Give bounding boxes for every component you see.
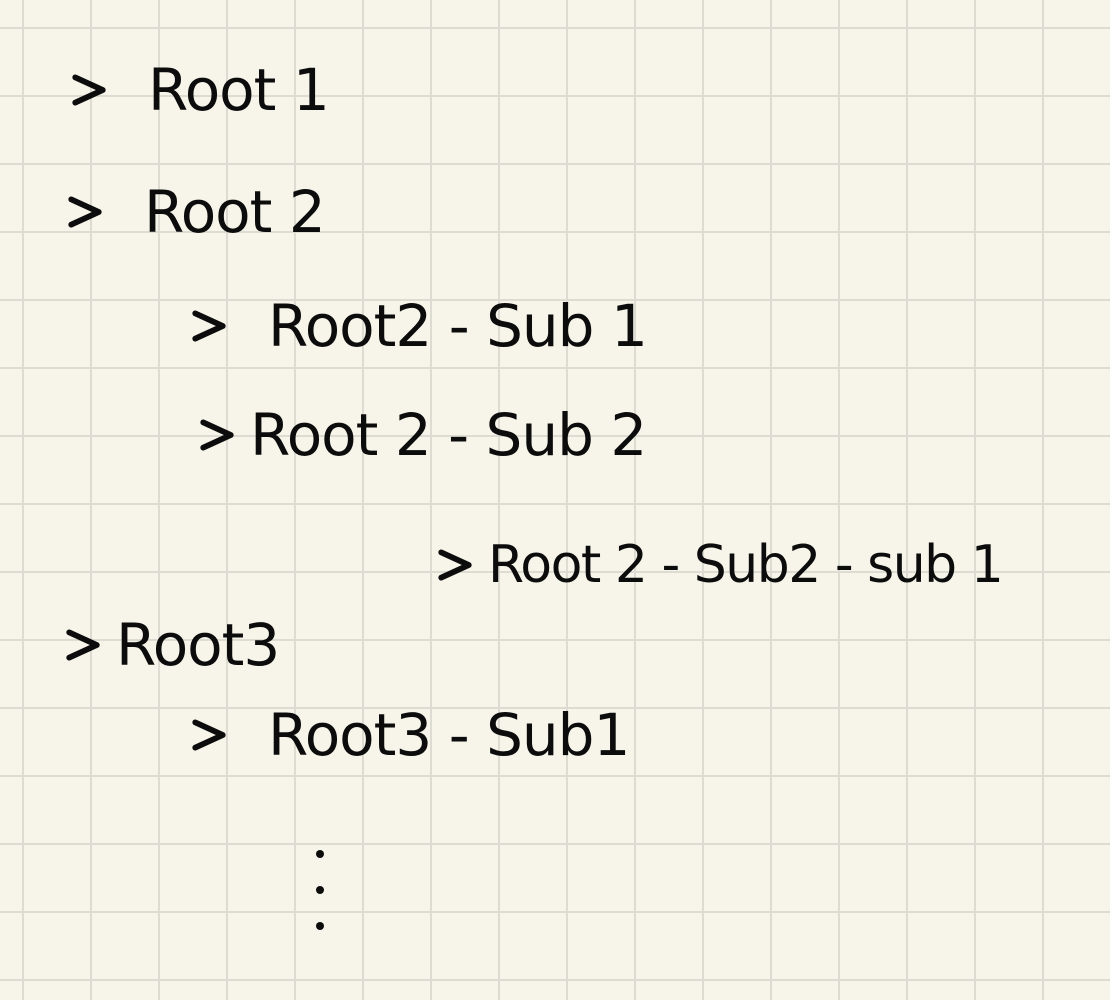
tree-item-label: Root 2 - Sub 2 — [250, 401, 647, 469]
tree-item-root-3-sub-1[interactable]: Root3 - Sub1 — [186, 695, 630, 775]
tree-item-label: Root3 - Sub1 — [268, 701, 630, 769]
tree-item-label: Root 1 — [148, 56, 330, 124]
chevron-right-icon[interactable] — [194, 412, 240, 458]
tree-item-root-2-sub-2[interactable]: Root 2 - Sub 2 — [194, 395, 647, 475]
tree-item-root-2-sub-2-sub-1[interactable]: Root 2 - Sub2 - sub 1 — [432, 525, 1004, 605]
tree-item-root-2[interactable]: Root 2 — [62, 172, 326, 252]
chevron-right-icon[interactable] — [60, 622, 106, 668]
vertical-ellipsis-icon — [310, 840, 334, 950]
chevron-right-icon[interactable] — [186, 712, 232, 758]
tree-item-label: Root2 - Sub 1 — [268, 292, 648, 360]
tree-item-label: Root 2 - Sub2 - sub 1 — [488, 535, 1004, 595]
tree-item-label: Root 2 — [144, 178, 326, 246]
tree-item-root-1[interactable]: Root 1 — [66, 50, 330, 130]
tree-item-root-2-sub-1[interactable]: Root2 - Sub 1 — [186, 286, 648, 366]
chevron-right-icon[interactable] — [66, 67, 112, 113]
tree-item-label: Root3 — [116, 611, 280, 679]
chevron-right-icon[interactable] — [62, 189, 108, 235]
tree-item-root-3[interactable]: Root3 — [60, 605, 280, 685]
chevron-right-icon[interactable] — [432, 542, 478, 588]
chevron-right-icon[interactable] — [186, 303, 232, 349]
